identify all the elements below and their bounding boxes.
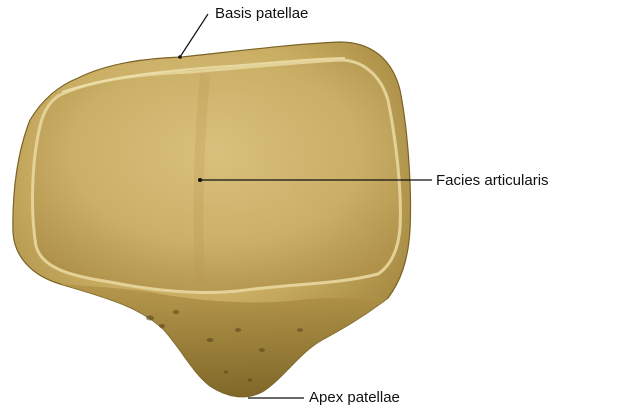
basis-leader-dot	[178, 55, 182, 59]
facies-leader-dot	[198, 178, 202, 182]
label-apex-patellae: Apex patellae	[309, 389, 400, 407]
articular-facet	[33, 60, 401, 292]
label-facies-articularis: Facies articularis	[436, 172, 549, 190]
basis-leader-line	[180, 14, 208, 57]
label-basis-patellae: Basis patellae	[215, 5, 308, 23]
